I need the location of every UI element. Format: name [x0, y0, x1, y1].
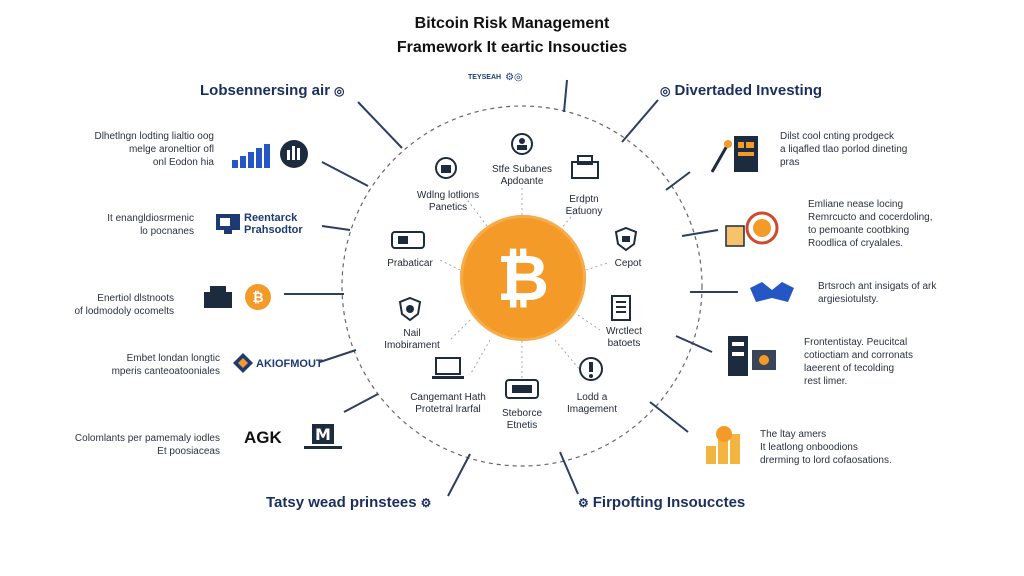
- gear-icon: ⚙: [420, 496, 432, 510]
- left-item-5-brand: AGK: [244, 428, 282, 447]
- title-line-1: Bitcoin Risk Management: [414, 15, 610, 32]
- bitcoin-symbol: ₿: [496, 241, 550, 316]
- svg-text:₿: ₿: [252, 290, 263, 306]
- right-item-5-text: The ltay amers It leatlong onboodions dr…: [760, 429, 892, 466]
- inner-spokes: [439, 188, 611, 378]
- heading-top-right-text: Divertaded Investing: [674, 82, 823, 99]
- bar-chart-icon: [230, 138, 310, 172]
- left-item-4-text: Embet londan longtic mperis canteoatooni…: [111, 353, 220, 377]
- chart-tools-icon: [708, 132, 764, 176]
- diamond-logo-icon: [232, 352, 254, 374]
- left-item-2-text: It enangldiosrmenic lo pocnanes: [107, 213, 194, 237]
- document-icon: [608, 294, 634, 322]
- top-logo: TEYSEAH ⚙◎: [468, 66, 558, 88]
- inner-label-bottom: Steborce Etnetis: [501, 408, 543, 431]
- inner-label-bottom-right: Lodd a Imagement: [566, 392, 618, 415]
- printer-icon: [568, 154, 602, 184]
- laptop-icon: [430, 354, 466, 382]
- inner-label-top-left: Wdlng lotlions Panetics: [416, 190, 480, 213]
- bitcoin-center-icon: ₿: [460, 215, 586, 341]
- heading-bottom-left: Tatsy wead prinstees⚙: [266, 494, 435, 511]
- folder-icon: [390, 228, 426, 250]
- cabinet-icon: [724, 328, 782, 382]
- inner-label-left: Prabaticar: [387, 258, 433, 269]
- handshake-icon: [748, 278, 796, 308]
- inner-label-top-right: Erdptn Eatuony: [565, 194, 603, 217]
- inner-label-right: Cepot: [614, 258, 642, 269]
- inner-label-top: Stfe Subanes Apdoante: [491, 164, 553, 187]
- left-item-5-text: Colomlants per pamemaly iodles Et poosia…: [74, 433, 220, 457]
- title-line-2: Framework It eartic Insoucties: [396, 39, 628, 56]
- inner-label-mid-right: Wrctlect batoets: [606, 326, 642, 349]
- bitcoin-coin-icon: ₿: [200, 282, 274, 312]
- right-item-1-text: Dilst cool cnting prodgeck a liqafled tl…: [780, 131, 908, 168]
- diagram-title: Bitcoin Risk Management Framework It ear…: [312, 12, 712, 60]
- left-item-4-brand: AKIOFMOUT: [256, 358, 323, 370]
- right-item-4-text: Frontentistay. Peucitcal cotioctiam and …: [804, 337, 913, 387]
- gear-icon: ⚙: [578, 496, 589, 510]
- right-item-2-text: Emliane nease locing Remrcucto and cocer…: [808, 199, 933, 249]
- heading-top-left-text: Lobsennersing air: [200, 82, 331, 99]
- heading-top-left: Lobsennersing air◎: [200, 82, 349, 99]
- lock-icon: [434, 156, 458, 180]
- top-logo-text: TEYSEAH: [468, 73, 502, 81]
- left-item-2-brand: Reentarck Prahsodtor: [244, 212, 303, 236]
- left-item-3-text: Enertiol dlstnoots of lodmodoly ocomelts: [74, 293, 175, 317]
- heading-bottom-right-text: Firpofting Insoucctes: [592, 494, 746, 511]
- gear-icon: ⚙◎: [505, 71, 523, 83]
- coins-target-icon: [722, 210, 780, 250]
- coins-stack-icon: [700, 424, 748, 468]
- dashed-ring: [341, 105, 703, 467]
- circle-icon: ◎: [334, 84, 345, 98]
- svg-text:M: M: [315, 425, 331, 444]
- wallet-icon: [504, 376, 540, 402]
- heading-top-right: ◎Divertaded Investing: [656, 82, 822, 99]
- shield-check-icon: [398, 296, 422, 322]
- heading-bottom-left-text: Tatsy wead prinstees: [266, 494, 417, 511]
- inner-label-bottom-left: Cangemant Hath Protetral lrarfal: [410, 392, 486, 415]
- inner-label-mid-left: Nail Imobirament: [384, 328, 440, 351]
- heading-bottom-right: ⚙Firpofting Insoucctes: [574, 494, 745, 511]
- m-logo-icon: M: [300, 422, 346, 454]
- monitor-logo-icon: [214, 212, 242, 236]
- left-item-1-text: Dlhetlngn lodting lialtio oog melge aron…: [94, 131, 214, 168]
- right-item-3-text: Brtsroch ant insigats of ark argiesiotul…: [818, 281, 937, 305]
- alert-icon: [578, 356, 604, 382]
- team-icon: [510, 132, 534, 156]
- shield-icon: [614, 226, 638, 252]
- circle-icon: ◎: [660, 84, 671, 98]
- outer-spokes: [284, 79, 738, 497]
